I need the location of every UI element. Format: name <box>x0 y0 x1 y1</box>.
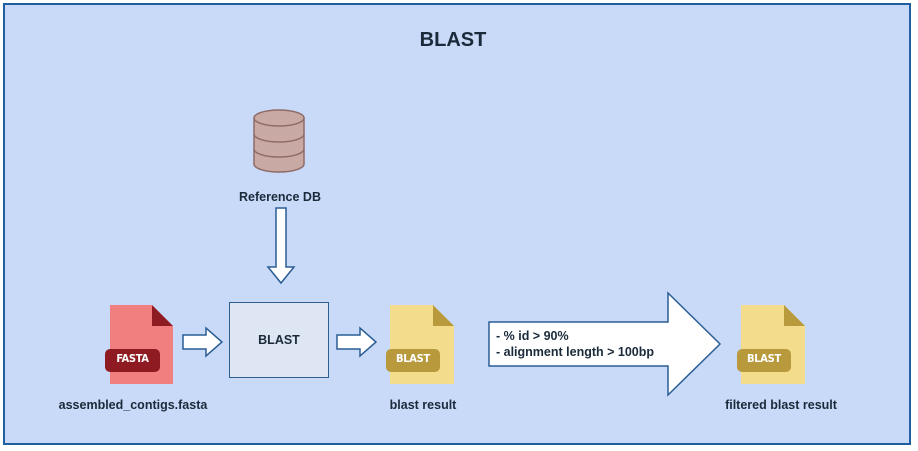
arrow-right-icon <box>182 326 224 358</box>
filter-criterion: - alignment length > 100bp <box>496 345 655 359</box>
blast-file-icon <box>386 305 454 384</box>
diagram-title: BLAST <box>419 29 487 51</box>
filtered-blast-file-icon <box>737 305 805 384</box>
filtered-result-label: filtered blast result <box>725 398 837 412</box>
input-file-label: assembled_contigs.fasta <box>58 398 208 412</box>
blast-result-label: blast result <box>389 398 457 412</box>
filter-arrow-icon <box>488 291 722 397</box>
filter-criterion: - % id > 90% <box>496 329 569 343</box>
database-icon <box>253 109 305 173</box>
arrow-right-icon <box>336 326 378 358</box>
reference-db-label: Reference DB <box>239 190 321 204</box>
fasta-badge-text: FASTA <box>116 352 149 365</box>
filtered-blast-badge-text: BLAST <box>747 352 781 365</box>
blast-process-label: BLAST <box>258 333 300 347</box>
blast-process-box: BLAST <box>229 302 329 378</box>
arrow-down-icon <box>266 207 296 285</box>
fasta-file-icon <box>105 305 173 384</box>
filter-criteria: - % id > 90% - alignment length > 100bp <box>496 328 654 360</box>
blast-badge-text: BLAST <box>396 352 430 365</box>
